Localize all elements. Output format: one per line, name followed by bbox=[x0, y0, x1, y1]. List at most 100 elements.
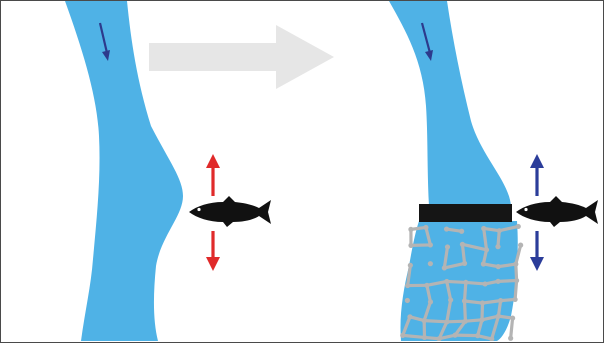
grid-node bbox=[436, 336, 442, 341]
bidirectional-arrow-icon bbox=[206, 154, 220, 271]
grid-segment bbox=[476, 318, 484, 338]
grid-segment bbox=[445, 279, 468, 285]
grid-node bbox=[461, 260, 468, 266]
grid-segment bbox=[406, 263, 412, 288]
grid-node bbox=[515, 223, 521, 230]
grid-segment bbox=[460, 242, 489, 252]
grid-node bbox=[495, 264, 501, 270]
grid-node bbox=[448, 297, 454, 303]
grid-node bbox=[518, 242, 524, 248]
grid-node bbox=[479, 317, 485, 323]
grid-segment bbox=[401, 315, 412, 337]
grid-node bbox=[509, 315, 516, 321]
transition-arrow-icon bbox=[149, 25, 334, 89]
grid-node bbox=[481, 225, 487, 232]
grid-node bbox=[483, 247, 490, 253]
grid-node bbox=[443, 226, 450, 232]
grid-segment bbox=[462, 299, 485, 305]
grid-segment bbox=[482, 226, 501, 233]
grid-node bbox=[407, 314, 413, 320]
grid-node bbox=[424, 282, 430, 288]
grid-node bbox=[404, 297, 410, 304]
grid-node bbox=[407, 262, 413, 268]
grid-segment bbox=[480, 301, 485, 322]
grid-segment bbox=[480, 299, 503, 305]
grid-segment bbox=[496, 229, 501, 249]
grid-segment bbox=[497, 224, 520, 233]
grid-segment bbox=[425, 283, 433, 304]
flow-direction-arrow-icon bbox=[420, 22, 433, 61]
grid-segment bbox=[422, 318, 449, 324]
grid-node bbox=[495, 313, 502, 319]
grid-segment bbox=[445, 319, 468, 324]
reservoir-grid-pattern bbox=[400, 223, 524, 341]
grid-node bbox=[444, 244, 451, 250]
grid-node bbox=[461, 298, 468, 304]
grid-node bbox=[441, 265, 447, 271]
grid-node bbox=[513, 261, 519, 267]
grid-node bbox=[427, 242, 433, 248]
grid-node bbox=[408, 242, 414, 249]
grid-segment bbox=[445, 298, 453, 324]
grid-segment bbox=[513, 278, 519, 302]
grid-segment bbox=[482, 226, 489, 252]
grid-segment bbox=[442, 261, 467, 270]
flow-direction-arrow-icon bbox=[98, 22, 110, 61]
fish-icon bbox=[516, 196, 598, 227]
grid-node bbox=[421, 317, 427, 324]
grid-node bbox=[444, 278, 450, 285]
grid-segment bbox=[453, 319, 468, 337]
dam-barrier bbox=[419, 204, 512, 222]
grid-node bbox=[482, 281, 488, 287]
grid-node bbox=[480, 261, 486, 267]
grid-node bbox=[496, 228, 502, 234]
grid-segment bbox=[462, 299, 468, 323]
river-before bbox=[65, 1, 183, 341]
grid-segment bbox=[496, 299, 503, 318]
grid-segment bbox=[437, 333, 457, 341]
grid-segment bbox=[509, 316, 515, 340]
grid-segment bbox=[445, 279, 453, 302]
grid-node bbox=[400, 332, 406, 338]
grid-segment bbox=[480, 314, 501, 322]
grid-segment bbox=[401, 333, 427, 340]
grid-segment bbox=[496, 278, 519, 283]
grid-node bbox=[452, 332, 458, 338]
grid-segment bbox=[460, 242, 467, 265]
grid-node bbox=[462, 318, 469, 324]
grid-segment bbox=[490, 314, 501, 341]
grid-node bbox=[421, 334, 428, 341]
grid-segment bbox=[496, 262, 518, 269]
grid-node bbox=[508, 335, 514, 341]
river-upstream bbox=[389, 1, 511, 206]
grid-node bbox=[408, 226, 414, 232]
grid-segment bbox=[514, 262, 519, 283]
grid-node bbox=[427, 299, 434, 305]
grid-segment bbox=[462, 280, 468, 303]
grid-node bbox=[514, 277, 520, 284]
grid-node bbox=[444, 319, 450, 325]
before-panel bbox=[65, 1, 271, 341]
after-panel bbox=[389, 1, 598, 341]
grid-segment bbox=[422, 300, 433, 323]
grid-node bbox=[459, 228, 465, 234]
grid-node bbox=[495, 244, 501, 250]
grid-node bbox=[427, 261, 433, 267]
grid-node bbox=[459, 241, 466, 247]
grid-segment bbox=[424, 225, 432, 247]
grid-node bbox=[498, 298, 504, 304]
grid-segment bbox=[463, 318, 484, 323]
grid-node bbox=[423, 224, 429, 231]
grid-node bbox=[512, 296, 518, 303]
fish-icon bbox=[189, 196, 271, 227]
grid-node bbox=[495, 278, 501, 284]
grid-node bbox=[489, 336, 495, 341]
grid-segment bbox=[464, 280, 487, 286]
grid-node bbox=[405, 282, 411, 289]
grid-node bbox=[463, 279, 469, 286]
grid-node bbox=[475, 333, 481, 339]
bidirectional-arrow-icon bbox=[530, 154, 544, 271]
grid-segment bbox=[425, 279, 449, 287]
